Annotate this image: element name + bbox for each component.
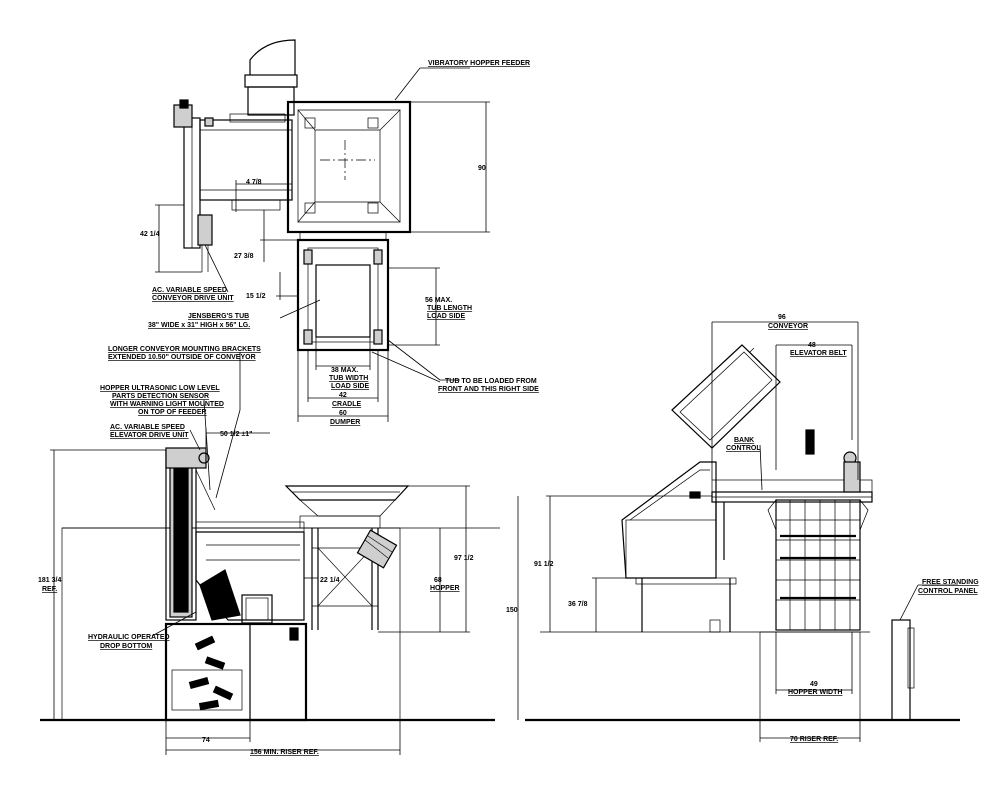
ref-label: REF. [42,586,57,593]
tub-length-line3: LOAD SIDE [427,313,465,320]
dim-36-7-8: 36 7/8 [568,601,588,608]
elevator-belt-label: ELEVATOR BELT [790,350,847,357]
plan-conveyor-foot [231,199,281,211]
dim-156: 156 MIN. RISER REF. [250,749,319,756]
tub-length-line1: 56 MAX. [425,297,452,304]
side-elevator-frame [775,499,861,631]
tub-loaded-line2: FRONT AND THIS RIGHT SIDE [438,386,539,393]
free-standing-control-panel [891,619,911,721]
plan-dumper [296,238,390,352]
free-standing-line1: FREE STANDING [922,579,979,586]
front-vibrator-motor [356,529,398,569]
tub-width-line2: TUB WIDTH [329,375,368,382]
ultrasonic-line4: ON TOP OF FEEDER [138,409,207,416]
dim-70-riser: 70 RISER REF. [790,736,838,743]
elevator-drive-unit [165,447,207,469]
front-base-cabinet [164,622,308,722]
vibratory-hopper-feeder [286,100,412,234]
bank-control-line1: BANK [734,437,754,444]
front-sensor-box [241,594,273,624]
brackets-line2: EXTENDED 10.50" OUTSIDE OF CONVEYOR [108,354,256,361]
dim-150: 150 [506,607,518,614]
ultrasonic-line3: WITH WARNING LIGHT MOUNTED [110,401,224,408]
dim-96: 96 [778,314,786,321]
front-elevation: 181 3/4 REF. 97 1/2 68 HOPPER 22 1/4 50 … [38,346,500,756]
tub-loaded-line1: TUB TO BE LOADED FROM [445,378,537,385]
tub-width-line3: LOAD SIDE [331,383,369,390]
dim-68: 68 [434,577,442,584]
ac-conveyor-drive-line2: CONVEYOR DRIVE UNIT [152,295,234,302]
dim-49: 49 [810,681,818,688]
dim-48: 48 [808,342,816,349]
side-riser [759,631,861,721]
ac-elevator-line2: ELEVATOR DRIVE UNIT [110,432,189,439]
dim-97-1-2: 97 1/2 [454,555,474,562]
ultrasonic-line1: HOPPER ULTRASONIC LOW LEVEL [100,385,220,392]
dim-90: 90 [478,165,486,172]
plan-duct-arc [249,39,296,75]
tub-label-line1: JENSBERG'S TUB [188,313,249,320]
front-feeder-bowl [284,485,410,501]
vibratory-hopper-feeder-label: VIBRATORY HOPPER FEEDER [428,60,530,67]
plan-view: 90 VIBRATORY HOPPER FEEDER 56 MAX. TUB L… [140,39,539,426]
ac-conveyor-drive-line1: AC. VARIABLE SPEED [152,287,227,294]
tub-width-line1: 38 MAX. [331,367,358,374]
dim-22-1-4: 22 1/4 [320,577,340,584]
cradle-label: CRADLE [332,401,361,408]
side-dump-tub [671,344,781,449]
dim-4-7-8: 4 7/8 [246,179,262,186]
dim-50-1-2: 50 1/2 ±1" [220,431,252,438]
dim-15-1-2: 15 1/2 [246,293,266,300]
ac-elevator-line1: AC. VARIABLE SPEED [110,424,185,431]
conveyor-label: CONVEYOR [768,323,808,330]
hopper-label-front: HOPPER [430,585,460,592]
brackets-line1: LONGER CONVEYOR MOUNTING BRACKETS [108,346,261,353]
dim-181-3-4: 181 3/4 [38,577,61,584]
plan-drive-unit [197,214,213,246]
plan-tub [315,264,371,338]
plan-duct-base [244,74,298,88]
tub-label-line2: 38" WIDE x 31" HIGH x 56" LG. [148,322,250,329]
hydraulic-line1: HYDRAULIC OPERATED [88,634,170,641]
dim-91-1-2: 91 1/2 [534,561,554,568]
plan-conveyor [199,119,293,201]
bank-control-line2: CONTROL [726,445,761,452]
dim-27-3-8: 27 3/8 [234,253,254,260]
hopper-width-label: HOPPER WIDTH [788,689,842,696]
dim-60-dumper: 60 [339,410,347,417]
front-chute [199,569,241,621]
side-elevation: 96 CONVEYOR 48 ELEVATOR BELT BANK CONTRO… [506,314,979,743]
dumper-label: DUMPER [330,419,360,426]
free-standing-line2: CONTROL PANEL [918,588,978,595]
dim-42-cradle: 42 [339,392,347,399]
tub-length-line2: TUB LENGTH [427,305,472,312]
dim-42-1-4: 42 1/4 [140,231,160,238]
ultrasonic-line2: PARTS DETECTION SENSOR [112,393,209,400]
dim-74: 74 [202,737,210,744]
hydraulic-line2: DROP BOTTOM [100,643,152,650]
